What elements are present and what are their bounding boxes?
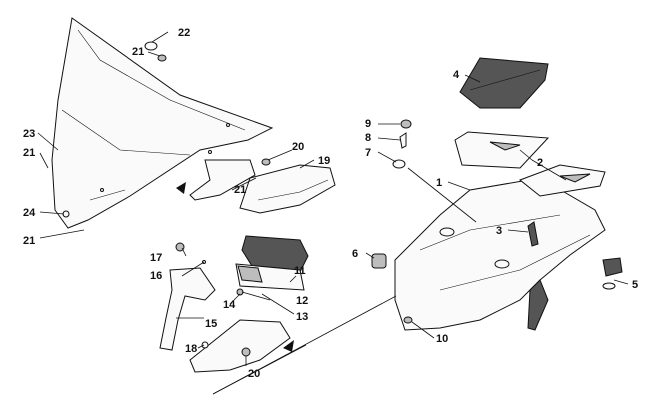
fasteners-7-8-9	[392, 119, 412, 169]
callout-10: 10	[436, 333, 448, 345]
callout-13: 13	[296, 311, 308, 323]
grommet-22	[144, 41, 167, 62]
callout-19: 19	[318, 155, 330, 167]
callout-6: 6	[352, 248, 358, 260]
callout-4: 4	[453, 69, 460, 81]
windshield	[51, 17, 274, 229]
callout-21: 21	[132, 46, 144, 58]
callout-20: 20	[292, 141, 304, 153]
screw-10	[403, 316, 413, 324]
callout-15: 15	[205, 318, 217, 330]
callout-5: 5	[632, 279, 638, 291]
callout-21: 21	[234, 184, 246, 196]
callout-24: 24	[23, 207, 36, 219]
clip-3	[527, 221, 539, 247]
mount-bracket	[159, 242, 291, 373]
nut-20	[261, 158, 271, 166]
windshield-bracket	[189, 159, 256, 201]
callout-9: 9	[365, 118, 371, 130]
callout-21: 21	[23, 147, 35, 159]
gauge-assembly	[235, 235, 309, 291]
callout-23: 23	[23, 128, 35, 140]
arrow-marker	[283, 340, 294, 352]
callout-8: 8	[365, 132, 371, 144]
callout-12: 12	[296, 295, 308, 307]
fitting-5	[602, 257, 623, 290]
hood	[394, 177, 606, 331]
callout-labels: 22 21 23 21 24 21 21 20 19 4 9 8 7 2 1 3…	[23, 27, 638, 380]
callout-21: 21	[23, 235, 35, 247]
side-panels	[454, 131, 606, 197]
arrow-marker	[176, 182, 186, 194]
callout-18: 18	[185, 343, 197, 355]
callout-11: 11	[294, 265, 306, 277]
vent-grille	[459, 57, 549, 109]
callout-20: 20	[248, 368, 260, 380]
callout-14: 14	[223, 299, 236, 311]
callout-22: 22	[178, 27, 190, 39]
leader-lines	[37, 31, 629, 395]
plug-6	[371, 253, 387, 269]
callout-7: 7	[365, 147, 371, 159]
callout-1: 1	[436, 177, 442, 189]
callout-3: 3	[496, 225, 502, 237]
callout-2: 2	[537, 157, 543, 169]
callout-17: 17	[150, 252, 162, 264]
callout-16: 16	[150, 270, 162, 282]
